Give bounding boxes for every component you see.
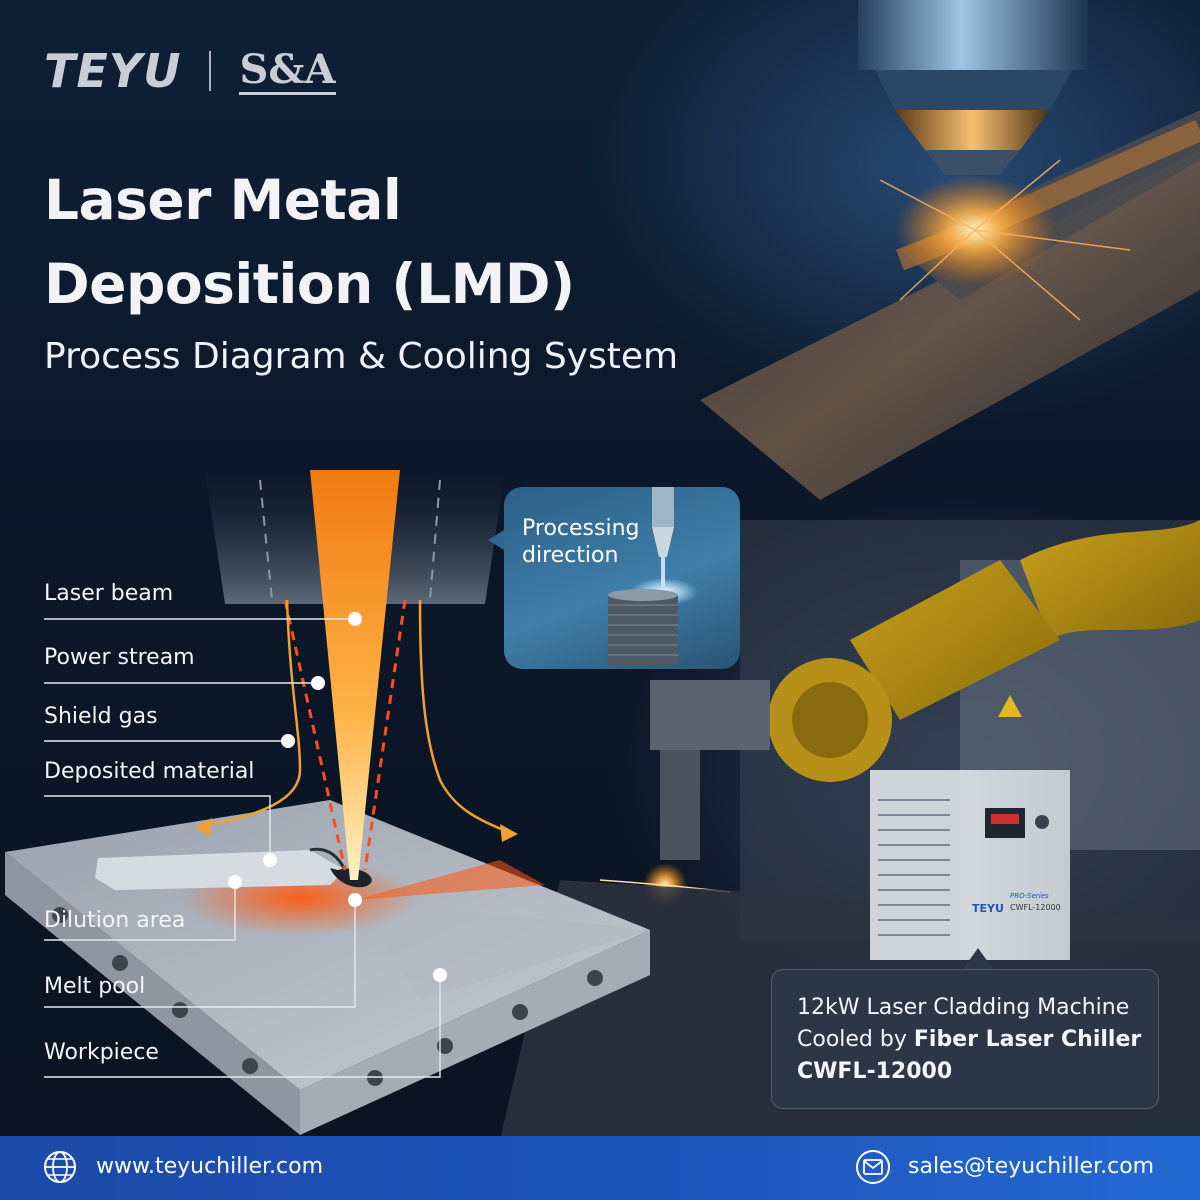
processing-direction-illustration [608,487,698,665]
shield-gas-left [204,599,302,828]
globe-icon [44,1151,76,1183]
email-link[interactable]: sales@teyuchiller.com [908,1154,1155,1179]
dilution-area-marker [228,875,242,889]
machine-info-line-3: CWFL-12000 [797,1056,1147,1088]
website-link[interactable]: www.teyuchiller.com [96,1154,323,1179]
machine-info-line-1: 12kW Laser Cladding Machine [797,995,1130,1020]
shield-gas-right [418,599,509,834]
chiller-model-label: CWFL-12000 [1010,903,1061,912]
laser-beam [310,470,400,880]
label-laser-beam: Laser beam [44,581,174,606]
machine-info-chiller-name: Fiber Laser Chiller [913,1027,1142,1052]
label-deposited-material: Deposited material [44,759,255,784]
powder-stream-left [283,599,347,871]
title-line-1: Laser Metal [44,168,402,232]
label-power-stream: Power stream [44,645,195,670]
melt-pool-marker [348,893,362,907]
processing-direction-callout: Processing direction [504,487,740,669]
deposition-head-right [385,470,505,604]
label-dilution-area: Dilution area [44,908,186,933]
workpiece-marker [433,968,447,982]
powder-stream-right [363,599,407,871]
subtitle: Process Diagram & Cooling System [44,336,679,377]
warning-sign-icon [998,695,1022,717]
teyu-logo: TEYU [44,44,182,98]
email-icon [856,1150,890,1184]
shield-gas-marker [281,734,295,748]
deposition-head-left [205,470,330,604]
brand-logo: TEYU S&A [44,44,336,98]
logo-divider [209,51,212,91]
laser-beam-marker [348,612,362,626]
machine-info-prefix: Cooled by [797,1027,914,1052]
power-stream-marker [311,676,325,690]
machine-info-model: CWFL-12000 [797,1059,953,1084]
title-line-2: Deposition (LMD) [44,252,575,316]
footer-bar: www.teyuchiller.com sales@teyuchiller.co… [0,1136,1200,1200]
label-shield-gas: Shield gas [44,704,158,729]
callout-line-1: Processing [522,516,640,541]
callout-line-2: direction [522,543,619,568]
deposited-material-marker [263,853,277,867]
processing-direction-label: Processing direction [522,515,722,569]
label-workpiece: Workpiece [44,1040,159,1065]
deposited-material-bead [95,850,345,890]
label-melt-pool: Melt pool [44,974,146,999]
chiller-series-label: PRO-Series [1010,892,1049,900]
machine-info-box: 12kW Laser Cladding Machine Cooled by Fi… [771,969,1159,1109]
machine-info-line-2: Cooled by Fiber Laser Chiller [797,1024,1147,1056]
chiller-brand-label: TEYU [972,902,1004,915]
sa-logo: S&A [239,45,336,95]
